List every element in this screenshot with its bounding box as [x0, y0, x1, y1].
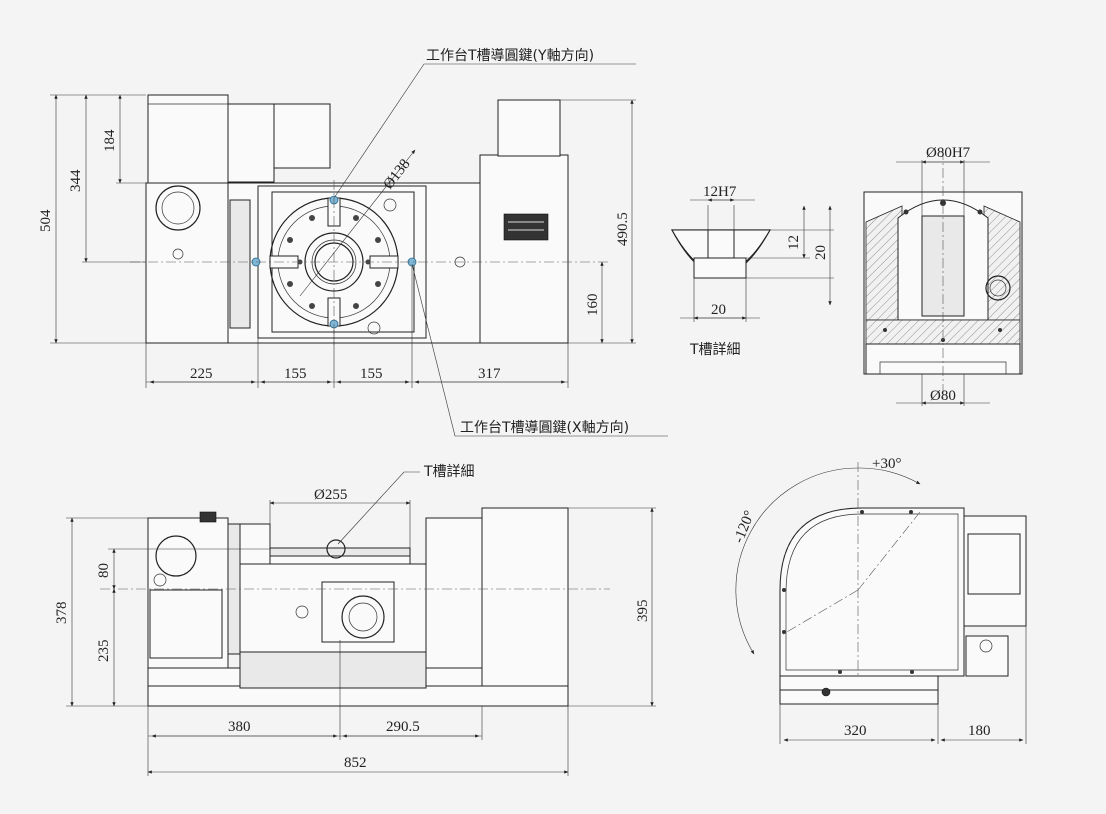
tslot-depth: 12: [786, 235, 802, 250]
front-view: T槽詳細 Ø255 378 80 235 395: [54, 464, 656, 776]
bore-top: Ø80H7: [926, 145, 971, 161]
section-view: Ø80H7 Ø80: [863, 145, 1023, 406]
y-key-callout: 工作台T槽導圓鍵(Y軸方向): [426, 48, 594, 64]
top-h-right: 490.5: [615, 212, 631, 246]
top-view: Ø138 工作台T槽導圓鍵(Y軸方向) 工作台T槽導圓鍵(X軸方向) 504 3…: [38, 48, 668, 437]
x-key-callout: 工作台T槽導圓鍵(X軸方向): [460, 420, 629, 436]
front-w-total: 852: [344, 755, 367, 771]
front-w-left: 380: [228, 719, 251, 735]
front-h-upper: 80: [96, 563, 112, 578]
front-h-lower: 235: [96, 640, 112, 663]
top-h-upper: 344: [68, 169, 84, 192]
top-w-mid-left: 155: [284, 366, 307, 382]
side-w-motor: 180: [968, 723, 991, 739]
top-h-center: 160: [585, 294, 601, 317]
front-h-total: 378: [54, 602, 70, 625]
front-w-right: 290.5: [386, 719, 420, 735]
tilt-plus: +30°: [872, 456, 901, 472]
top-h-total: 504: [38, 209, 54, 232]
tslot-height: 20: [813, 245, 829, 260]
tslot-bottom-width: 20: [711, 302, 726, 318]
front-h-right: 395: [635, 600, 651, 623]
bore-bottom: Ø80: [930, 388, 956, 404]
top-w-mid-right: 155: [360, 366, 383, 382]
t-slot-detail: 12H7 12 20 20 T槽詳細: [670, 184, 834, 358]
side-view: +30° -120° 320 180: [731, 456, 1027, 744]
top-w-right: 317: [478, 366, 501, 382]
tslot-width: 12H7: [703, 184, 737, 200]
top-w-left: 225: [190, 366, 213, 382]
top-h-motor: 184: [102, 129, 118, 152]
front-tslot-callout: T槽詳細: [423, 464, 475, 480]
side-w-main: 320: [844, 723, 867, 739]
front-table-diameter: Ø255: [314, 487, 347, 503]
tilt-minus: -120°: [731, 508, 758, 545]
tslot-caption: T槽詳細: [689, 342, 741, 358]
